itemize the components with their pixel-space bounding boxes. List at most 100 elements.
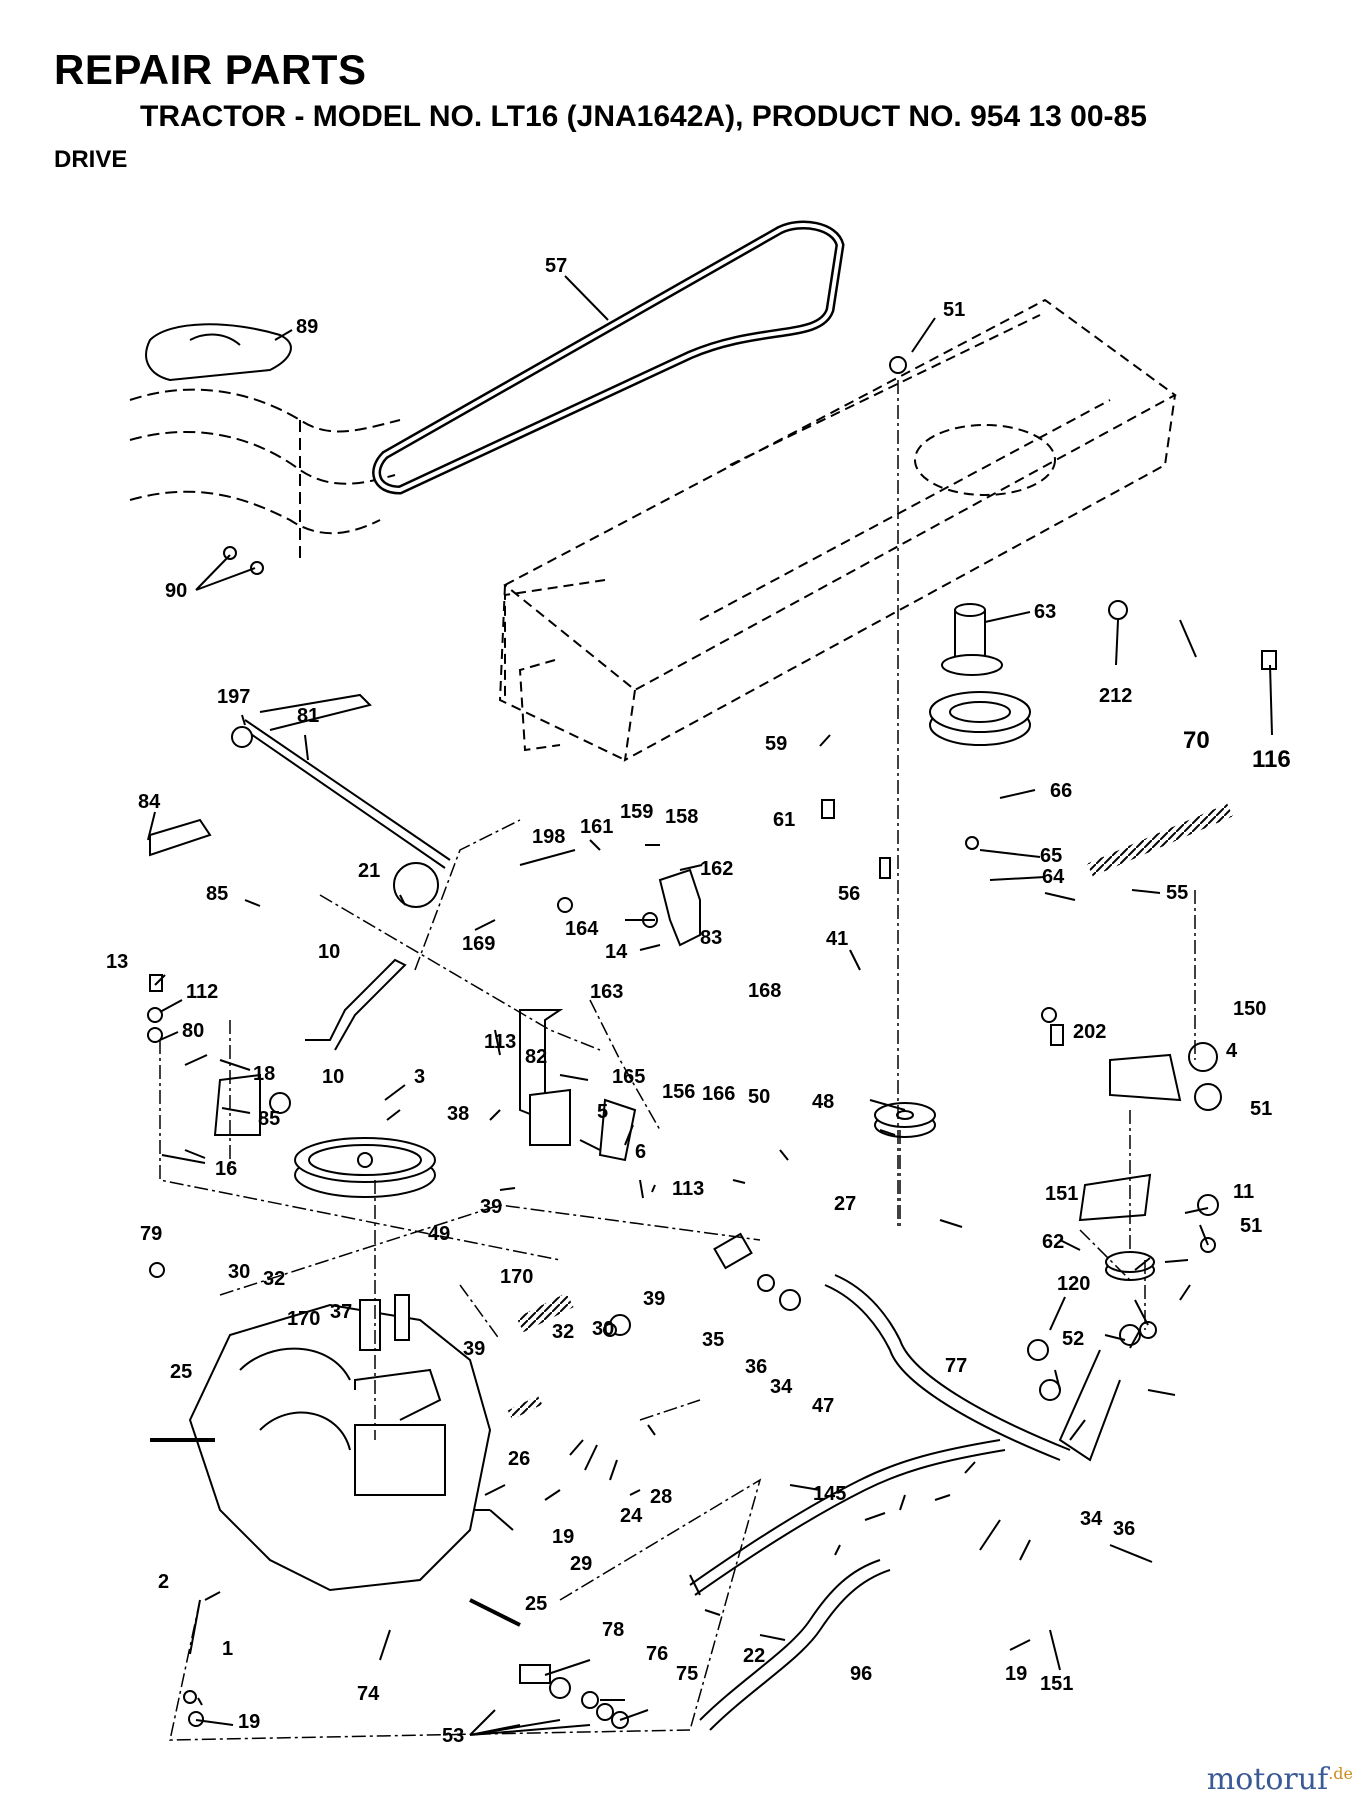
callout-198: 198 <box>532 826 565 848</box>
callout-28: 145 <box>813 1483 846 1505</box>
callout-79: 49 <box>428 1223 450 1245</box>
callout-158: 158 <box>665 806 698 828</box>
callout-89: 89 <box>296 316 318 338</box>
hardware <box>147 356 1277 1729</box>
callout-90: 90 <box>165 580 187 602</box>
callout-6-left: 39 <box>480 1196 502 1218</box>
callout-76: 75 <box>676 1663 698 1685</box>
callout-75: 53 <box>442 1725 464 1747</box>
callout-24: 28 <box>650 1486 672 1508</box>
callout-82: 165 <box>612 1066 645 1088</box>
callout-30-left: 32 <box>263 1268 285 1290</box>
callout-64: 64 <box>1042 866 1065 888</box>
callout-84: 84 <box>138 791 161 813</box>
section-label: DRIVE <box>54 146 128 173</box>
callout-6-mid: 39 <box>463 1338 485 1360</box>
callout-35-left: 36 <box>745 1356 767 1378</box>
callout-197: 197 <box>217 686 250 708</box>
callout-159: 159 <box>620 801 653 823</box>
idler-pulley-47 <box>1105 1251 1155 1281</box>
linkage-rods <box>149 693 1191 1731</box>
callout-5: 6 <box>635 1141 646 1163</box>
callout-156: 166 <box>702 1083 735 1105</box>
callout-61: 61 <box>773 809 795 831</box>
callout-56: 56 <box>838 883 860 905</box>
callout-10: 10 <box>318 941 340 963</box>
callout-168: 168 <box>748 980 781 1002</box>
callout-26-center: 19 <box>552 1526 574 1548</box>
body-outline <box>129 388 401 560</box>
callout-36-right: 34 <box>1080 1508 1103 1530</box>
callout-1: 74 <box>357 1683 380 1705</box>
model-subtitle: TRACTOR - MODEL NO. LT16 (JNA1642A), PRO… <box>140 100 1147 133</box>
callout-39: 27 <box>834 1193 856 1215</box>
callout-11: 16 <box>215 1158 237 1180</box>
callout-63: 63 <box>1034 601 1056 623</box>
callout-19: 24 <box>620 1505 643 1527</box>
callout-16: 79 <box>140 1223 162 1245</box>
callout-14-left: 112 <box>186 981 218 1003</box>
callout-74: 78 <box>602 1619 624 1641</box>
callout-163: 163 <box>590 981 623 1003</box>
callout-4: 3 <box>414 1066 425 1088</box>
callout-202: 150 <box>1233 998 1266 1020</box>
transmission-pulley-3 <box>294 1137 436 1198</box>
callout-35-right: 36 <box>1113 1518 1135 1540</box>
callout-85-bottom: 85 <box>258 1108 280 1130</box>
callout-18-right: 113 <box>672 1178 704 1200</box>
callout-25: 26 <box>508 1448 530 1470</box>
callout-6-right: 39 <box>643 1288 665 1310</box>
callout-41: 41 <box>826 928 848 950</box>
callout-30-right: 32 <box>552 1321 574 1343</box>
alignment-lines <box>159 380 1196 1741</box>
callout-26-bottom-left: 19 <box>238 1711 260 1733</box>
callout-81: 81 <box>297 705 319 727</box>
watermark-suffix: .de <box>1328 1764 1353 1783</box>
brackets <box>213 868 1182 1222</box>
callout-164: 164 <box>565 918 599 940</box>
callout-2: 29 <box>570 1553 592 1575</box>
callout-37: 77 <box>945 1355 967 1377</box>
callout-145: 2 <box>158 1571 169 1593</box>
callout-77-top: 25 <box>170 1361 192 1383</box>
callout-18-left: 113 <box>484 1031 516 1053</box>
callout-62: 35 <box>702 1329 724 1351</box>
callout-66: 66 <box>1050 780 1072 802</box>
callout-49: 62 <box>1042 1231 1064 1253</box>
callout-21: 21 <box>358 860 380 882</box>
callout-50: 202 <box>1073 1021 1106 1043</box>
callout-151: 11 <box>1233 1181 1254 1203</box>
callout-51-right: 51 <box>1240 1215 1262 1237</box>
callout-52-left: 30 <box>228 1261 250 1283</box>
idler-pulley-38 <box>874 1102 936 1138</box>
callout-113: 82 <box>525 1046 547 1068</box>
callout-85-top: 85 <box>206 883 228 905</box>
callout-78: 76 <box>646 1643 668 1665</box>
callout-26-right: 19 <box>1005 1663 1027 1685</box>
callout-48: 51 <box>1250 1098 1272 1120</box>
leader-lines <box>147 275 1273 1736</box>
callout-212: 212 <box>1099 685 1132 707</box>
callout-169: 169 <box>462 933 495 955</box>
callout-162: 162 <box>700 858 733 880</box>
part-callouts: 57 51 89 90 63 212 70 116 197 81 59 61 6… <box>106 255 1291 1747</box>
callout-27-bottom: 151 <box>1040 1673 1073 1695</box>
callout-80: 18 <box>253 1063 275 1085</box>
callout-150: 4 <box>1226 1040 1238 1062</box>
callout-34: 47 <box>812 1395 834 1417</box>
callout-32-left: 170 <box>287 1308 320 1330</box>
page-title: REPAIR PARTS <box>54 46 367 93</box>
callout-55: 55 <box>1166 882 1188 904</box>
callout-112: 80 <box>182 1020 204 1042</box>
callout-77-bottom: 25 <box>525 1593 547 1615</box>
drive-belt-57 <box>372 220 845 495</box>
callout-47: 120 <box>1057 1273 1090 1295</box>
callout-51-mid: 5 <box>597 1101 608 1123</box>
callout-57: 57 <box>545 255 567 277</box>
callout-3: 38 <box>447 1103 469 1125</box>
watermark-name: motoruf <box>1206 1762 1329 1797</box>
callout-83: 83 <box>700 927 722 949</box>
transaxle-1 <box>150 1294 521 1627</box>
